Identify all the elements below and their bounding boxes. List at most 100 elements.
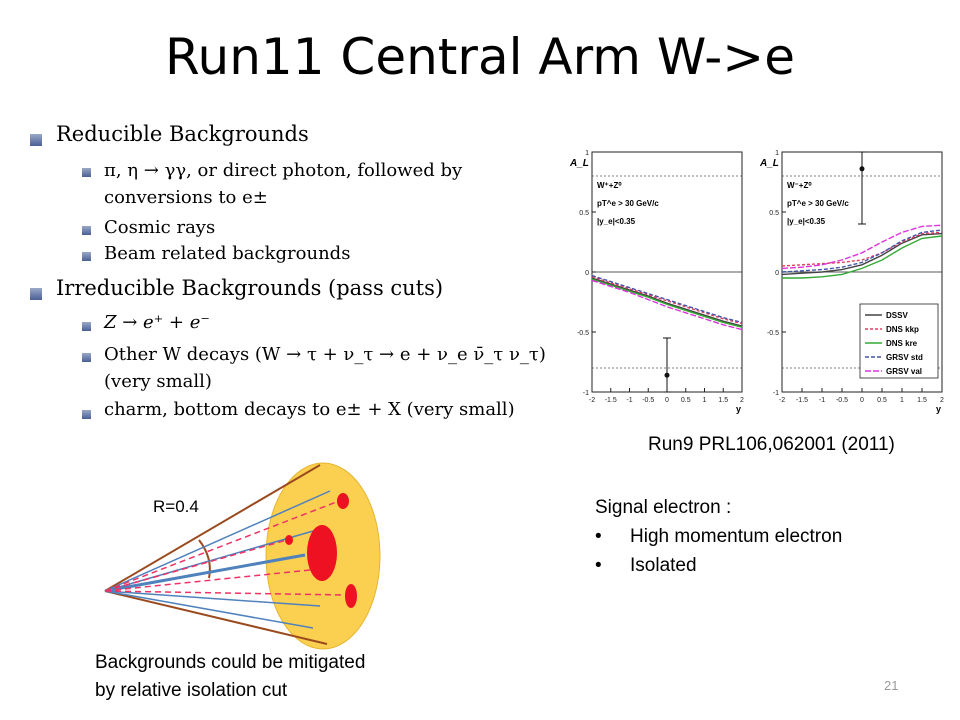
photon-dashed-line (104, 539, 288, 592)
x-tick-label: 2 (940, 397, 944, 404)
panel-label: W⁻+Z⁰ (787, 181, 812, 190)
data-point (664, 372, 670, 378)
series-line (781, 232, 943, 276)
x-tick-label: 0.5 (877, 397, 887, 404)
data-point (859, 166, 865, 172)
cone-angle-arc (198, 539, 211, 579)
x-tick-label: -1 (626, 397, 632, 404)
track-arrow (104, 490, 331, 592)
panel-label: pT^e > 30 GeV/c (787, 199, 849, 208)
irreducible-item2-line2: (very small) (104, 371, 212, 392)
panel-w-minus: -1 -0.5 0 0.5 1 -2 -1.5 -1 -0.5 0 0.5 1 1.5 2y A_L W⁻+Z… (759, 150, 944, 414)
y-tick-label: 0.5 (579, 210, 589, 217)
series-line (781, 224, 943, 270)
bullet-square-icon (30, 134, 42, 146)
energy-deposit (345, 584, 357, 608)
series-line (591, 277, 743, 327)
legend-label: GRSV std (886, 353, 923, 362)
series-line (591, 276, 743, 325)
x-tick-label: 0 (860, 397, 864, 404)
y-tick-label: 1 (585, 150, 589, 157)
x-tick-label: 1.5 (718, 397, 728, 404)
legend-box (859, 303, 939, 379)
signal-heading: Signal electron : (595, 497, 732, 518)
x-tick-label: -0.5 (642, 397, 654, 404)
irreducible-item1: Z → e⁺ + e⁻ (104, 312, 210, 333)
x-tick-label: -1 (819, 397, 825, 404)
series-line (591, 279, 743, 331)
legend-label: DNS kre (886, 339, 918, 348)
bullet-dot-icon: • (595, 526, 602, 547)
bullet-square-icon (82, 226, 91, 235)
electron-track-arrow (104, 553, 306, 593)
series-line (782, 235, 943, 279)
legend-label: DNS kkp (886, 325, 919, 334)
y-tick-label: -1 (583, 390, 589, 397)
x-tick-label: 1 (900, 397, 904, 404)
y-axis-label: A_L (759, 158, 779, 169)
x-tick-label: 1.5 (917, 397, 927, 404)
y-tick-label: 1 (775, 150, 779, 157)
isolation-cone-diagram: R=0.4 (104, 462, 381, 650)
panel-label: |y_e|<0.35 (787, 217, 826, 226)
y-tick-label: 0.5 (769, 210, 779, 217)
series-line (591, 274, 743, 324)
legend-label: GRSV val (886, 367, 922, 376)
bullet-square-icon (82, 252, 91, 261)
track-arrow (104, 590, 314, 629)
x-axis-label: y (736, 404, 741, 414)
reducible-item2: Cosmic rays (104, 217, 216, 238)
x-tick-label: 0.5 (681, 397, 691, 404)
photon-dashed-line (104, 569, 311, 592)
energy-deposit (337, 493, 349, 509)
bullet-square-icon (82, 410, 91, 419)
legend-label: DSSV (886, 311, 908, 320)
y-axis-label: A_L (569, 158, 589, 169)
bullet-dot-icon: • (595, 555, 602, 576)
slide-title: Run11 Central Arm W->e (165, 28, 795, 86)
x-tick-label: -1.5 (796, 397, 808, 404)
panel-label: W⁺+Z⁰ (597, 181, 622, 190)
electron-energy-deposit (307, 525, 337, 581)
reducible-item3: Beam related backgrounds (104, 243, 351, 264)
isolation-caption-line2: by relative isolation cut (95, 680, 288, 701)
y-tick-label: 0 (775, 270, 779, 277)
x-tick-label: -2 (589, 397, 595, 404)
radius-label: R=0.4 (153, 497, 199, 516)
energy-deposit (285, 535, 293, 545)
heading-irreducible: Irreducible Backgrounds (pass cuts) (56, 276, 444, 300)
reducible-item1-line1: π, η → γγ, or direct photon, followed by (104, 160, 463, 181)
cone-edge-top (104, 464, 321, 592)
x-tick-label: 2 (740, 397, 744, 404)
bullet-square-icon (30, 288, 42, 300)
page-number: 21 (884, 678, 899, 693)
bullet-square-icon (82, 322, 91, 331)
series-line (591, 278, 743, 328)
cone-edge-bottom (104, 590, 328, 645)
photon-dashed-line (104, 590, 346, 596)
series-line (781, 231, 943, 267)
y-tick-label: -1 (773, 390, 779, 397)
x-tick-label: -1.5 (605, 397, 617, 404)
bullet-square-icon (82, 168, 91, 177)
isolation-caption-line1: Backgrounds could be mitigated (95, 652, 366, 673)
y-tick-label: -0.5 (577, 330, 589, 337)
signal-item2: Isolated (630, 555, 697, 576)
irreducible-item2-line1: Other W decays (W → τ + ν_τ → e + ν_e ν̄… (104, 344, 546, 365)
x-axis-label: y (936, 404, 941, 414)
track-arrow (104, 590, 321, 607)
x-tick-label: -2 (779, 397, 785, 404)
irreducible-item3: charm, bottom decays to e± + X (very sma… (104, 399, 515, 420)
x-tick-label: -0.5 (836, 397, 848, 404)
signal-item1: High momentum electron (630, 526, 843, 547)
heading-reducible: Reducible Backgrounds (56, 122, 309, 146)
reducible-item1-line2: conversions to e± (104, 187, 268, 208)
panel-label: |y_e|<0.35 (597, 217, 636, 226)
y-tick-label: 0 (585, 270, 589, 277)
x-tick-label: 1 (703, 397, 707, 404)
panel-label: pT^e > 30 GeV/c (597, 199, 659, 208)
photon-dashed-line (104, 500, 340, 592)
y-tick-label: -0.5 (767, 330, 779, 337)
